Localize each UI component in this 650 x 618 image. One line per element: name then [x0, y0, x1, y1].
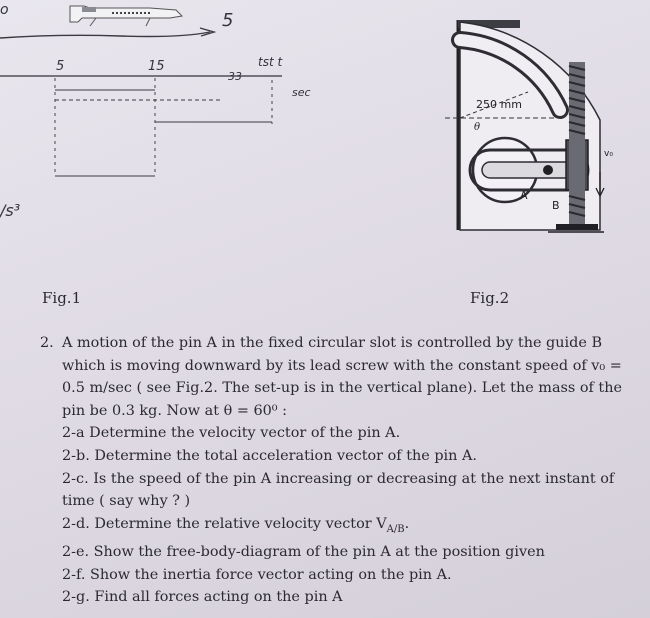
tick-label-15: 15 — [148, 59, 165, 74]
problem-statement: 2. A motion of the pin A in the fixed ci… — [40, 332, 630, 609]
tick-label-33: 33 — [228, 70, 242, 83]
fig1-sketch: 5 o 5 15 33 tst t sec /s³ — [0, 2, 311, 220]
problem-number: 2. — [40, 335, 54, 351]
problem-line: 2. A motion of the pin A in the fixed ci… — [40, 332, 630, 355]
fig2-mechanism: 250 mm θ A B v₀ — [445, 20, 613, 233]
ground-line — [0, 31, 211, 39]
graph-lines — [55, 89, 272, 177]
subquestion-2f: 2-f. Show the inertia force vector actin… — [62, 566, 452, 583]
vab-subscript: A/B — [386, 523, 405, 535]
pin-a — [543, 165, 553, 175]
problem-line-1: A motion of the pin A in the fixed circu… — [62, 335, 603, 351]
angle-label: θ — [474, 122, 480, 133]
pin-label-a: A — [520, 189, 528, 202]
tick-label-5: 5 — [56, 59, 64, 74]
velocity-label: v₀ — [604, 149, 613, 159]
tick-label-tst: tst t — [258, 55, 283, 69]
subquestion-2e: 2-e. Show the free-body-diagram of the p… — [62, 544, 545, 561]
subquestion-2g: 2-g. Find all forces acting on the pin A — [62, 589, 343, 606]
lead-screw — [548, 62, 604, 233]
problem-line-2: which is moving downward by its lead scr… — [62, 357, 622, 374]
subquestion-2b: 2-b. Determine the total acceleration ve… — [62, 447, 477, 464]
subquestion-2d: 2-d. Determine the relative velocity vec… — [62, 515, 410, 535]
problem-line-4: pin be 0.3 kg. Now at θ = 60⁰ : — [62, 402, 287, 419]
dashed-guides — [54, 78, 273, 176]
radius-label: 250 mm — [476, 98, 522, 111]
problem-line-3: 0.5 m/sec ( see Fig.2. The set-up is in … — [62, 380, 622, 397]
subquestion-2c-cont: time ( say why ? ) — [62, 493, 191, 510]
subquestion-2a: 2-a Determine the velocity vector of the… — [62, 425, 401, 442]
fig1-label-top: 5 — [222, 10, 233, 31]
sec-label: sec — [292, 86, 311, 99]
airplane-icon — [69, 5, 184, 27]
fig2-caption: Fig.2 — [470, 289, 510, 307]
subquestion-2c: 2-c. Is the speed of the pin A increasin… — [62, 470, 615, 487]
fig1-ratio-label: /s³ — [0, 201, 20, 220]
guide-label-b: B — [552, 199, 560, 212]
fig1-caption: Fig.1 — [42, 289, 82, 307]
subquestion-2d-text: 2-d. Determine the relative velocity vec… — [62, 515, 387, 532]
fig1-label-o: o — [0, 2, 9, 18]
